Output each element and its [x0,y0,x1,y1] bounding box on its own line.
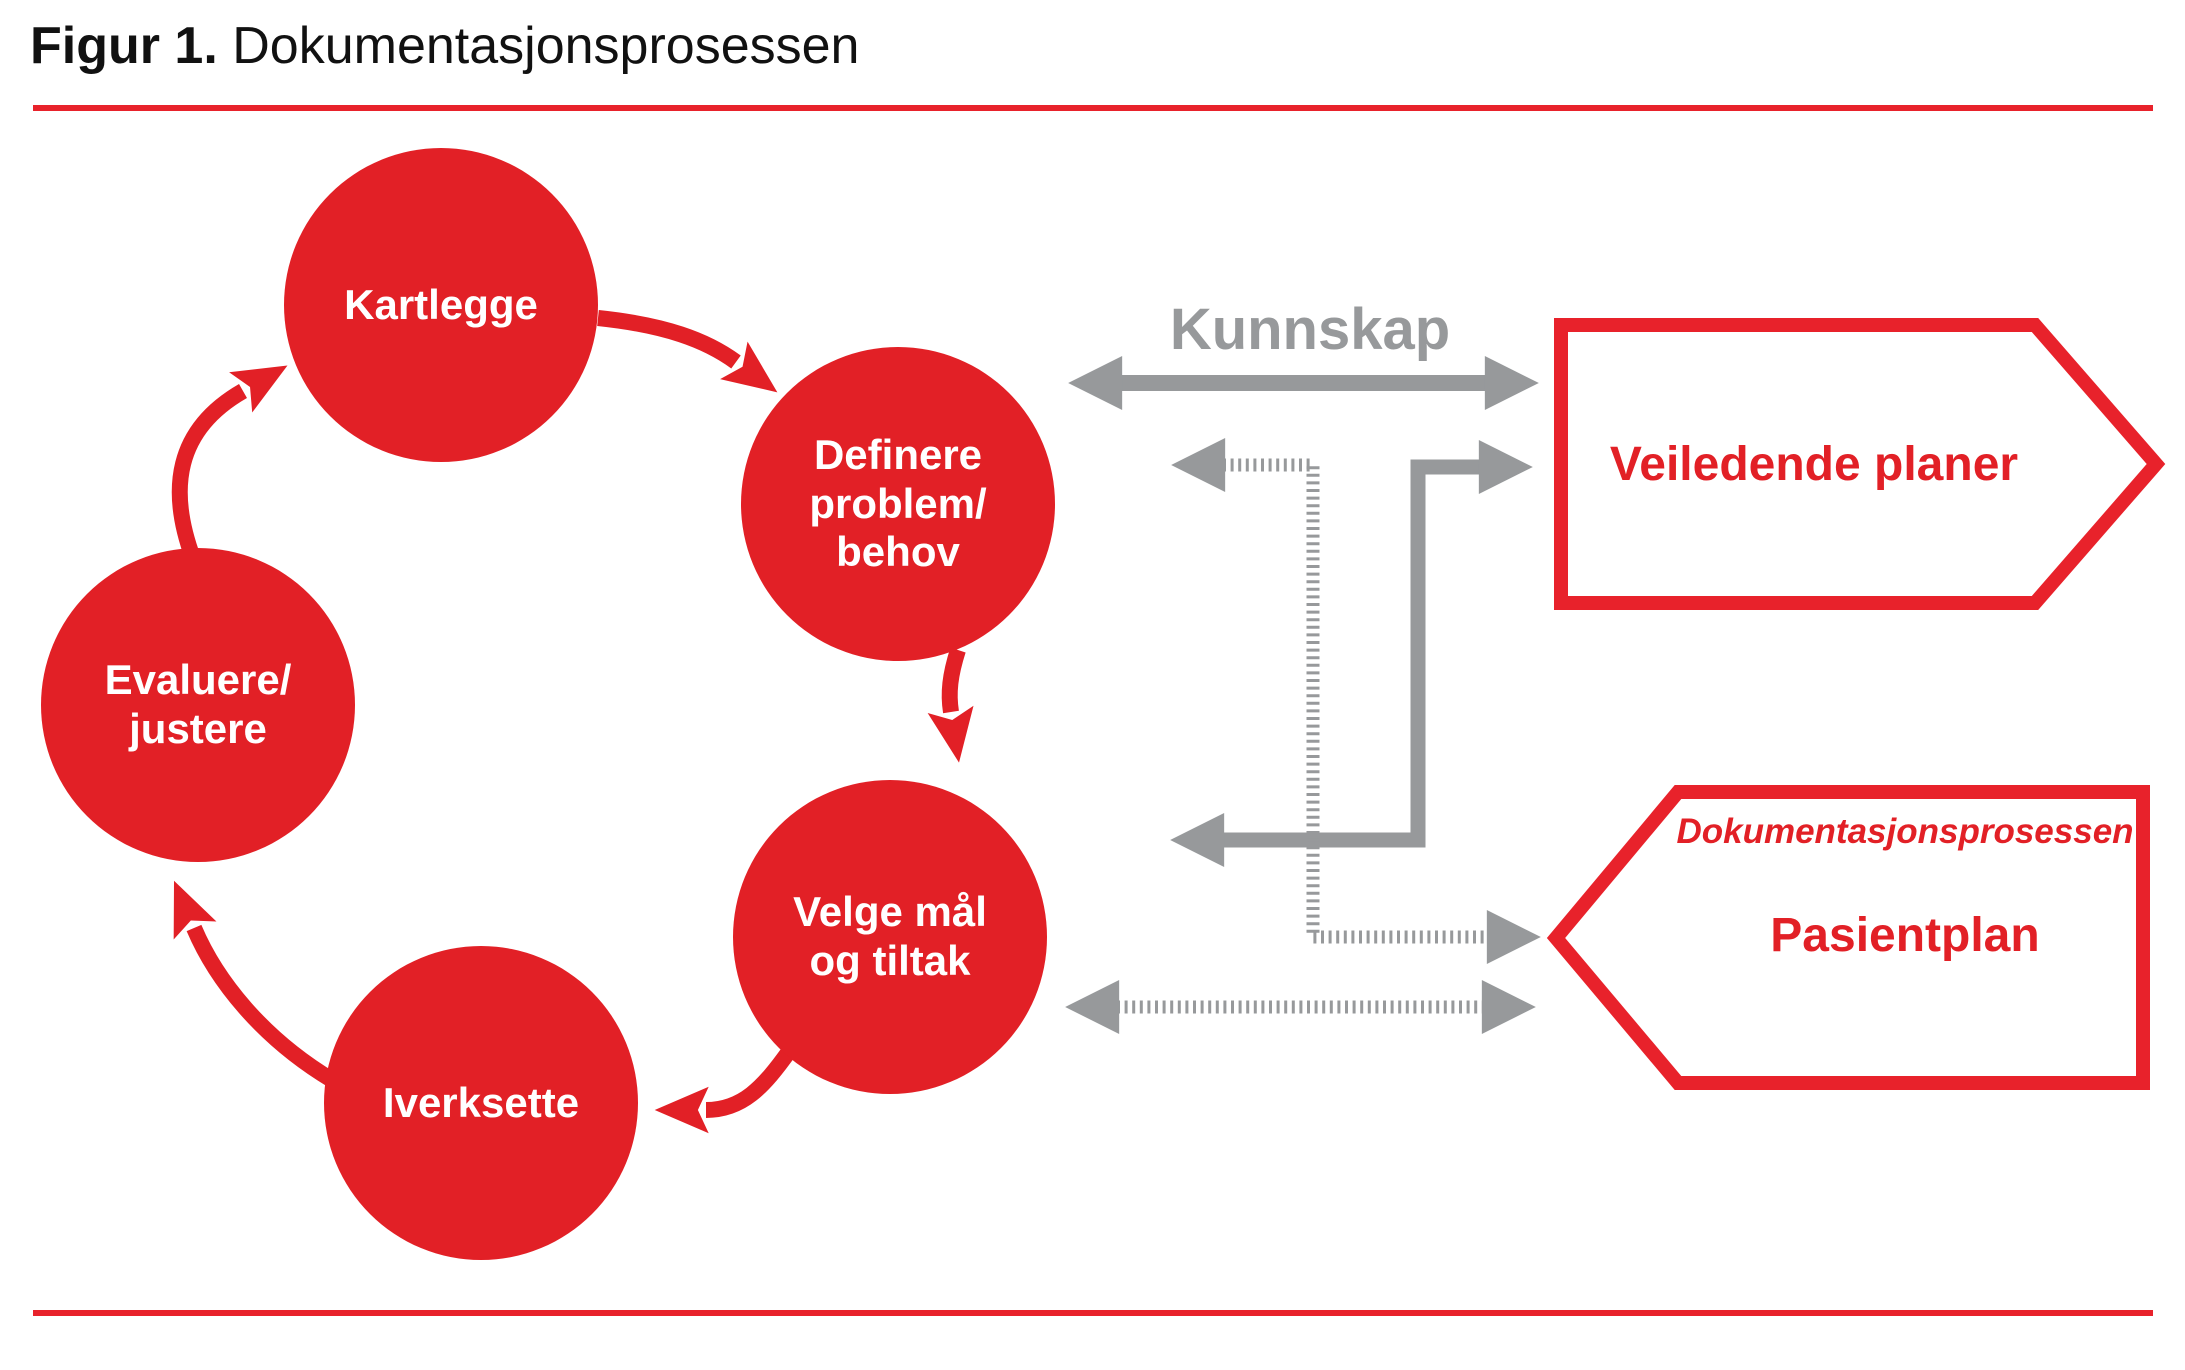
circle-evaluere-justere: Evaluere/ justere [41,548,355,862]
kunnskap-label: Kunnskap [1169,297,1451,362]
arrow-kartlegge-to-definere [597,310,778,393]
arrow-definere-to-velge [927,647,974,763]
circle-velge-label-line1: Velge mål [793,888,987,936]
plan-boxes [1546,318,2166,1090]
circle-definere-label-line2: problem/ [809,479,987,527]
veiledende-planer-label: Veiledende planer [1609,437,2019,491]
figure-title: Figur 1. Dokumentasjonsprosessen [30,16,859,76]
arrow-evaluere-to-kartlegge [171,365,288,561]
circle-evaluere-label-line2: justere [129,705,267,752]
circle-definere-label-line1: Definere [813,430,983,478]
cycle-arrows [171,310,974,1134]
top-divider-line [33,105,2153,111]
circle-iverksette: Iverksette [324,946,638,1260]
figure-title-prefix: Figur 1. [30,17,218,75]
dotted-bent-double-arrow [1171,438,1541,964]
bottom-divider-line [33,1310,2153,1316]
figure-title-text: Dokumentasjonsprosessen [232,17,860,75]
arrow-iverksette-to-evaluere [173,880,337,1087]
circle-iverksette-label: Iverksette [382,1078,580,1126]
circle-velge-label-line2: og tiltak [809,937,971,984]
pasientplan-box [1546,785,2150,1090]
veiledende-planer-box [1554,318,2166,610]
knowledge-arrows [1065,356,1541,1034]
circle-kartlegge-label: Kartlegge [344,280,538,328]
circle-definere-problem-behov: Definere problem/ behov [741,347,1055,661]
arrow-velge-to-iverksette [654,1045,797,1134]
pasientplan-tag: Dokumentasjonsprosessen [1676,812,2134,851]
solid-bent-double-arrow [1170,440,1533,867]
pasientplan-label: Pasientplan [1770,909,2040,962]
circle-kartlegge: Kartlegge [284,148,598,462]
circle-definere-label-line3: behov [836,528,960,576]
circle-evaluere-label-line1: Evaluere/ [104,656,292,704]
circle-velge-mal-og-tiltak: Velge mål og tiltak [733,780,1047,1094]
